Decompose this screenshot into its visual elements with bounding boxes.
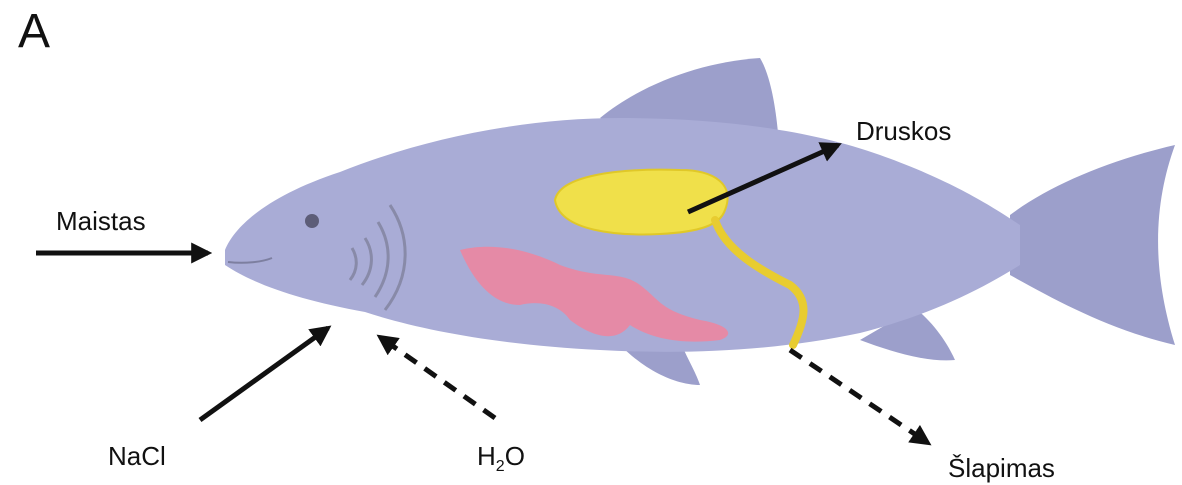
panel-letter: A [18, 8, 50, 56]
h2o-arrow [380, 337, 495, 418]
label-h2o: H2O [477, 443, 525, 475]
label-nacl: NaCl [108, 443, 166, 469]
label-h2o-main: H [477, 441, 496, 471]
slapimas-arrow [790, 350, 928, 443]
label-druskos: Druskos [856, 118, 951, 144]
kidney [555, 170, 728, 235]
eye [305, 214, 319, 228]
label-h2o-tail: O [505, 441, 525, 471]
label-h2o-subscript: 2 [496, 458, 505, 475]
label-slapimas: Šlapimas [948, 455, 1055, 481]
label-maistas: Maistas [56, 208, 146, 234]
nacl-arrow [200, 328, 328, 420]
tail-fin [1010, 145, 1175, 345]
